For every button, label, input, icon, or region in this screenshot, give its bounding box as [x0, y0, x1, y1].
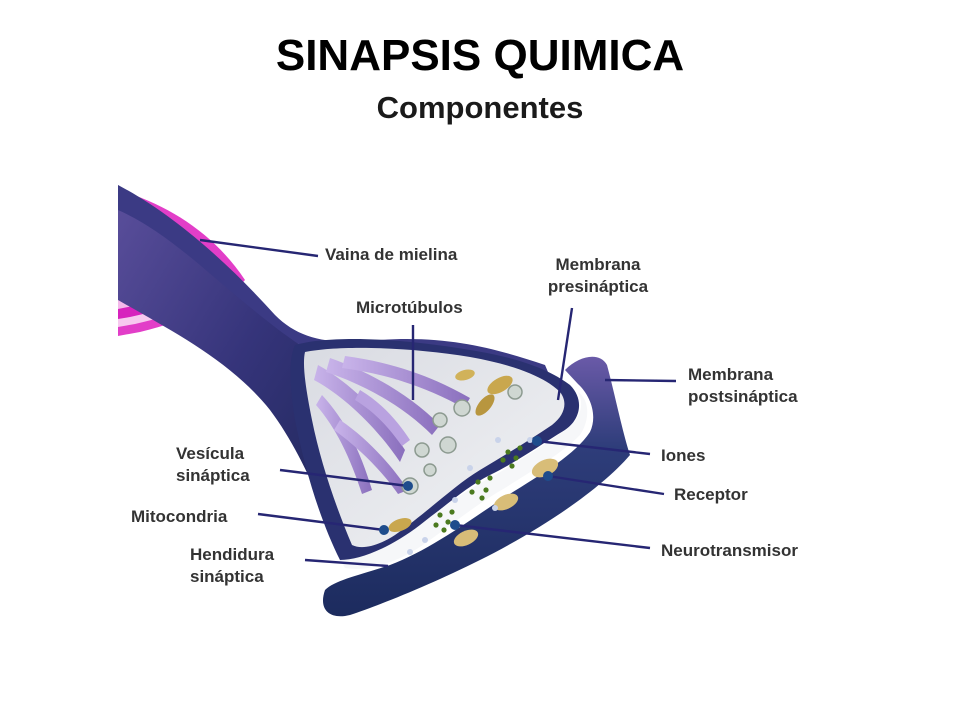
- label-myelin-sheath: Vaina de mielina: [325, 245, 458, 264]
- leader-receptor: [547, 474, 665, 496]
- label-presynaptic-line2: presináptica: [547, 277, 649, 296]
- leader-vesicle: [279, 468, 409, 488]
- leader-mitochondria: [257, 512, 385, 532]
- label-cleft-line1: Hendidura: [190, 545, 275, 564]
- axon-upper: [118, 185, 560, 400]
- label-microtubules: Microtúbulos: [356, 298, 463, 317]
- label-presynaptic-line1: Membrana: [555, 255, 641, 274]
- neurotransmitters: [433, 445, 523, 533]
- label-receptor: Receptor: [674, 485, 748, 504]
- label-postsynaptic-membrane: Membrana postsináptica: [688, 364, 798, 408]
- postsynaptic-membrane: [322, 356, 630, 617]
- leader-myelin: [199, 238, 319, 258]
- axon: [118, 185, 345, 560]
- label-cleft-line2: sináptica: [190, 567, 264, 586]
- leader-cleft: [304, 558, 389, 568]
- leader-neurotransmitter: [454, 523, 651, 550]
- leader-postsynaptic: [604, 378, 677, 383]
- mitochondria: [388, 369, 513, 532]
- diagram-subtitle: Componentes: [376, 90, 584, 125]
- label-synaptic-vesicle: Vesícula sináptica: [176, 443, 250, 487]
- leader-ions: [536, 439, 651, 456]
- ions: [407, 437, 533, 555]
- diagram-title: SINAPSIS QUIMICA: [275, 31, 685, 80]
- label-postsynaptic-line1: Membrana: [688, 365, 774, 384]
- microtubules: [314, 356, 470, 494]
- pointer-dots: [379, 436, 553, 535]
- leader-lines: [199, 238, 677, 568]
- label-mitochondria: Mitocondria: [131, 507, 228, 526]
- label-synaptic-cleft: Hendidura sináptica: [190, 544, 274, 588]
- label-neurotransmitter: Neurotransmisor: [661, 541, 798, 560]
- label-vesicle-line2: sináptica: [176, 466, 250, 485]
- label-vesicle-line1: Vesícula: [176, 444, 245, 463]
- leader-presynaptic: [556, 307, 574, 401]
- label-presynaptic-membrane: Membrana presináptica: [530, 254, 666, 298]
- label-postsynaptic-line2: postsináptica: [688, 387, 798, 406]
- label-ions: Iones: [661, 446, 706, 465]
